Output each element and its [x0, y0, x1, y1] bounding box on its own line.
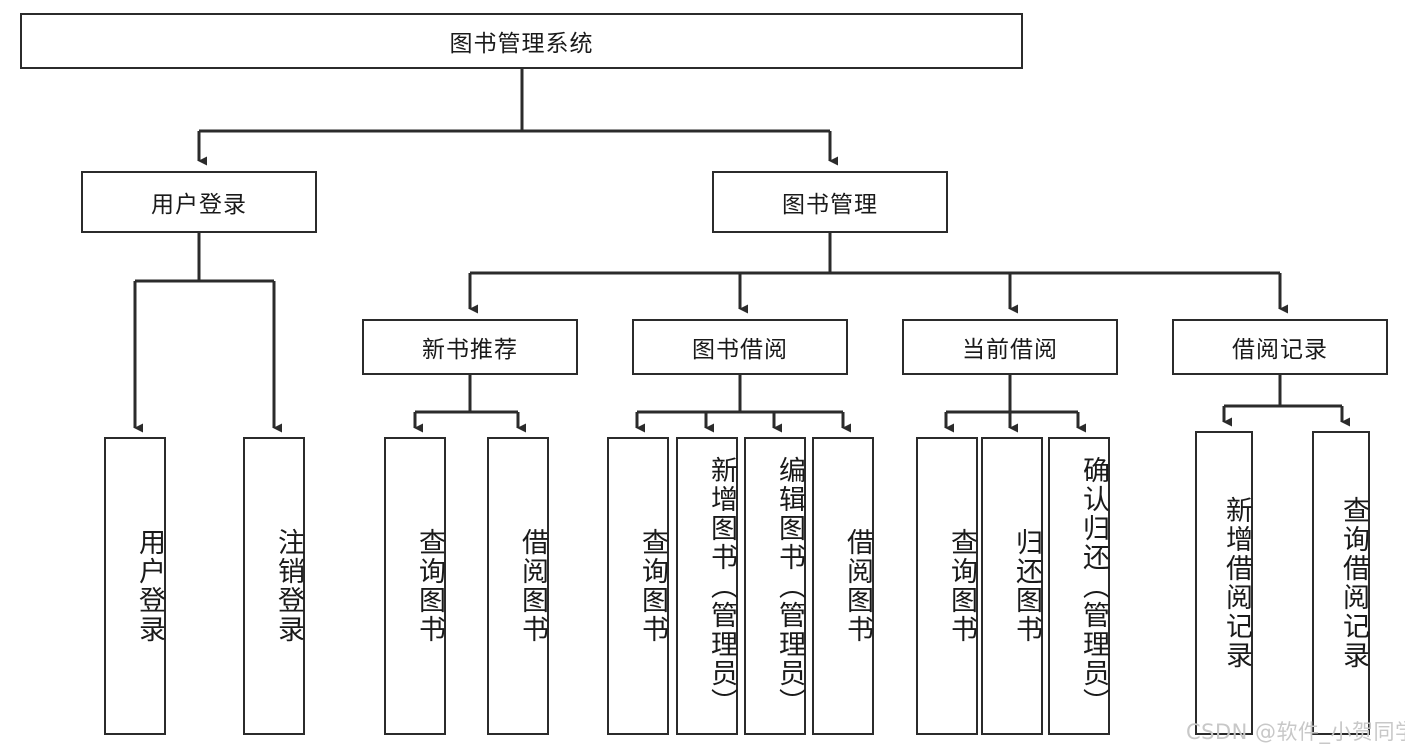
- csdn-watermark: CSDN @软件_小贺同学: [1186, 720, 1405, 744]
- leaf-record-query-borrow-record[interactable]: 查询借阅记录: [1312, 431, 1370, 735]
- leaf-borrow-add-book-admin[interactable]: 新增图书（管理员）: [676, 437, 738, 735]
- leaf-record-add-borrow-record[interactable]: 新增借阅记录: [1195, 431, 1253, 735]
- leaf-recommend-query-book[interactable]: 查询图书: [384, 437, 446, 735]
- leaf-user-login[interactable]: 用户登录: [104, 437, 166, 735]
- node-root-system[interactable]: 图书管理系统: [20, 13, 1023, 69]
- node-book-borrow[interactable]: 图书借阅: [632, 319, 848, 375]
- leaf-recommend-borrow-book[interactable]: 借阅图书: [487, 437, 549, 735]
- leaf-current-return-book[interactable]: 归还图书: [981, 437, 1043, 735]
- node-new-book-recommend[interactable]: 新书推荐: [362, 319, 578, 375]
- leaf-current-confirm-return-admin[interactable]: 确认归还（管理员）: [1048, 437, 1110, 735]
- leaf-user-logout[interactable]: 注销登录: [243, 437, 305, 735]
- node-book-management[interactable]: 图书管理: [712, 171, 948, 233]
- leaf-borrow-edit-book-admin[interactable]: 编辑图书（管理员）: [744, 437, 806, 735]
- node-current-borrow[interactable]: 当前借阅: [902, 319, 1118, 375]
- node-borrow-record[interactable]: 借阅记录: [1172, 319, 1388, 375]
- leaf-current-query-book[interactable]: 查询图书: [916, 437, 978, 735]
- node-user-login[interactable]: 用户登录: [81, 171, 317, 233]
- leaf-borrow-borrow-book[interactable]: 借阅图书: [812, 437, 874, 735]
- leaf-borrow-query-book[interactable]: 查询图书: [607, 437, 669, 735]
